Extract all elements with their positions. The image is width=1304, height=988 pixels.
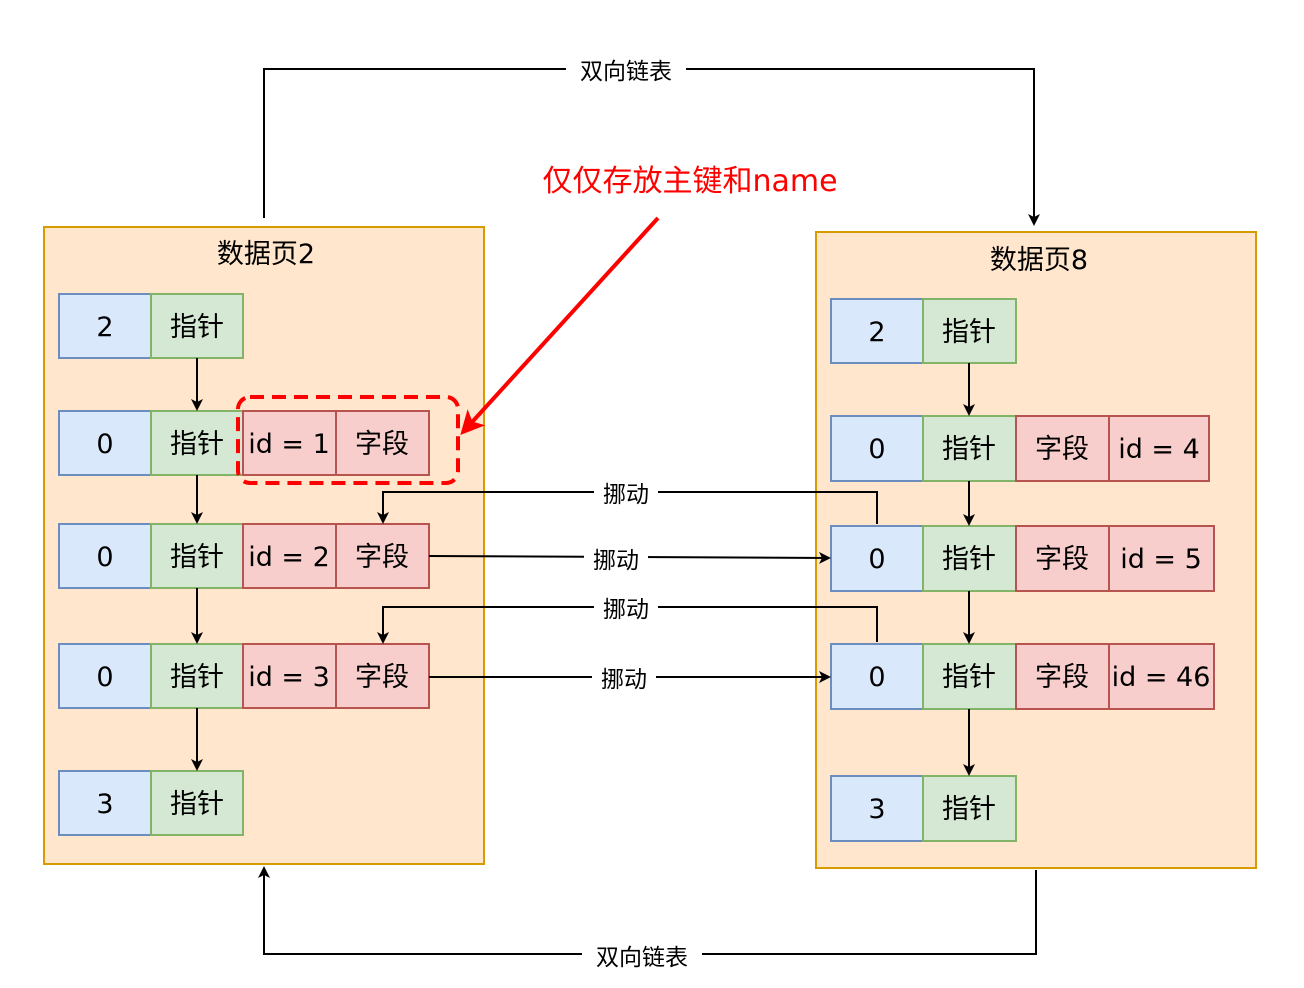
left-record-4: 3 指针 (58, 770, 244, 836)
right-record-3: 0 指针 字段 id = 46 (830, 643, 1215, 710)
left-record-num-cell (58, 643, 152, 709)
data-page-right-title: 数据页8 (990, 245, 1088, 276)
annotation-arrow (460, 216, 660, 435)
left-record-0: 2 指针 (58, 293, 244, 359)
move-label-bg (594, 594, 658, 622)
move-label: 挪动 (593, 548, 639, 574)
left-record-field-cell (242, 643, 337, 709)
left-record-field: id = 1 (248, 429, 330, 460)
left-record-ptr: 指针 (170, 429, 224, 460)
right-record-num: 0 (868, 544, 885, 575)
left-record-field-cell (335, 643, 430, 709)
right-record-field-cell (1108, 643, 1215, 710)
right-record-field-cell (1108, 415, 1210, 482)
right-record-field-cell (1108, 525, 1215, 592)
left-record-ptr-cell (150, 770, 244, 836)
right-record-field: id = 46 (1112, 662, 1211, 693)
data-page-left-title: 数据页2 (217, 239, 315, 270)
left-record-field-cell (335, 410, 430, 476)
top-link-label-bg (566, 54, 686, 86)
right-record-0: 2 指针 (830, 298, 1017, 364)
right-record-ptr-cell (922, 643, 1017, 710)
move-label: 挪动 (601, 667, 647, 693)
highlight-dashed-box (236, 395, 460, 485)
left-record-num: 0 (96, 542, 113, 573)
left-record-field-cell (335, 523, 430, 589)
right-record-field: 字段 (1035, 434, 1089, 465)
bottom-linked-list-connector: 双向链表 (258, 866, 1037, 971)
top-link-line (263, 68, 1040, 226)
data-page-right: 数据页8 2 指针 0 指针 字段 id = 4 0 指针 字段 (815, 231, 1257, 869)
left-record-3: 0 指针 id = 3 字段 (58, 643, 430, 709)
left-record-num: 3 (96, 789, 113, 820)
left-record-1: 0 指针 id = 1 字段 (58, 410, 430, 476)
right-record-2: 0 指针 字段 id = 5 (830, 525, 1215, 592)
left-record-field: 字段 (355, 662, 409, 693)
right-record-ptr: 指针 (942, 662, 996, 693)
move-label: 挪动 (603, 597, 649, 623)
left-record-num-cell (58, 293, 152, 359)
left-record-ptr: 指针 (170, 312, 224, 343)
right-record-ptr-cell (922, 298, 1017, 364)
move-label-bg (584, 545, 648, 573)
left-record-ptr-cell (150, 410, 244, 476)
bottom-link-label-bg (582, 939, 702, 971)
top-link-label: 双向链表 (580, 59, 672, 85)
left-record-field-cell (242, 410, 337, 476)
right-record-num-cell (830, 298, 924, 364)
left-record-ptr-cell (150, 643, 244, 709)
move-arrows: 挪动 挪动 挪动 挪动 (377, 479, 878, 693)
right-record-field: id = 4 (1118, 434, 1200, 465)
right-record-field: id = 5 (1120, 544, 1202, 575)
top-linked-list-connector: 双向链表 (263, 54, 1040, 226)
left-record-field: id = 3 (248, 662, 330, 693)
left-record-field: id = 2 (248, 542, 330, 573)
right-record-num: 3 (868, 794, 885, 825)
right-record-num: 0 (868, 434, 885, 465)
left-record-num-cell (58, 770, 152, 836)
left-record-ptr: 指针 (170, 662, 224, 693)
right-record-num-cell (830, 775, 924, 842)
right-record-field-cell (1015, 415, 1110, 482)
left-record-ptr: 指针 (170, 789, 224, 820)
right-record-ptr: 指针 (942, 317, 996, 348)
right-record-field-cell (1015, 525, 1110, 592)
left-record-ptr-cell (150, 293, 244, 359)
data-page-left: 数据页2 2 指针 0 指针 id = 1 字段 0 指针 id = 2 (43, 226, 485, 865)
right-record-num: 2 (868, 317, 885, 348)
right-record-field: 字段 (1035, 662, 1089, 693)
move-label: 挪动 (603, 482, 649, 508)
right-record-field: 字段 (1035, 544, 1089, 575)
right-record-ptr: 指针 (942, 544, 996, 575)
right-record-num-cell (830, 415, 924, 482)
right-record-ptr-cell (922, 775, 1017, 842)
left-record-field: 字段 (355, 429, 409, 460)
left-record-num: 2 (96, 312, 113, 343)
left-record-ptr: 指针 (170, 542, 224, 573)
move-label-bg (592, 664, 656, 692)
left-record-num: 0 (96, 662, 113, 693)
left-record-num: 0 (96, 429, 113, 460)
right-record-ptr: 指针 (942, 794, 996, 825)
right-record-ptr: 指针 (942, 434, 996, 465)
left-record-num-cell (58, 410, 152, 476)
left-record-ptr-cell (150, 523, 244, 589)
right-record-num: 0 (868, 662, 885, 693)
right-record-4: 3 指针 (830, 775, 1017, 842)
right-record-num-cell (830, 643, 924, 710)
left-record-field: 字段 (355, 542, 409, 573)
bottom-link-label: 双向链表 (596, 945, 688, 971)
annotation-text: 仅仅存放主键和name (542, 164, 837, 199)
move-label-bg (594, 479, 658, 507)
right-record-1: 0 指针 字段 id = 4 (830, 415, 1210, 482)
annotation: 仅仅存放主键和name (236, 164, 838, 485)
left-record-2: 0 指针 id = 2 字段 (58, 523, 430, 589)
